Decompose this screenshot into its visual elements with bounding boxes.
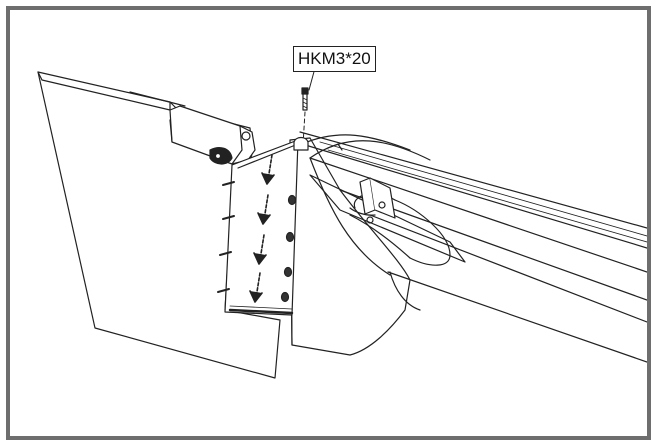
part-label-callout: HKM3*20 xyxy=(293,46,376,72)
diagram-frame: HKM3*20 xyxy=(6,6,651,440)
control-horn xyxy=(349,177,396,224)
down-arrow-icon xyxy=(249,154,275,303)
rudder-hinge-block xyxy=(169,105,256,165)
screw-icon xyxy=(301,87,309,146)
hinge-strip xyxy=(224,139,299,316)
screw-receiver xyxy=(293,136,343,151)
hinge-knuckles xyxy=(280,194,297,303)
fuselage xyxy=(299,131,647,363)
assembly-drawing xyxy=(37,67,647,379)
hinge-tabs xyxy=(217,181,235,293)
horizontal-stabilizer xyxy=(309,174,466,266)
